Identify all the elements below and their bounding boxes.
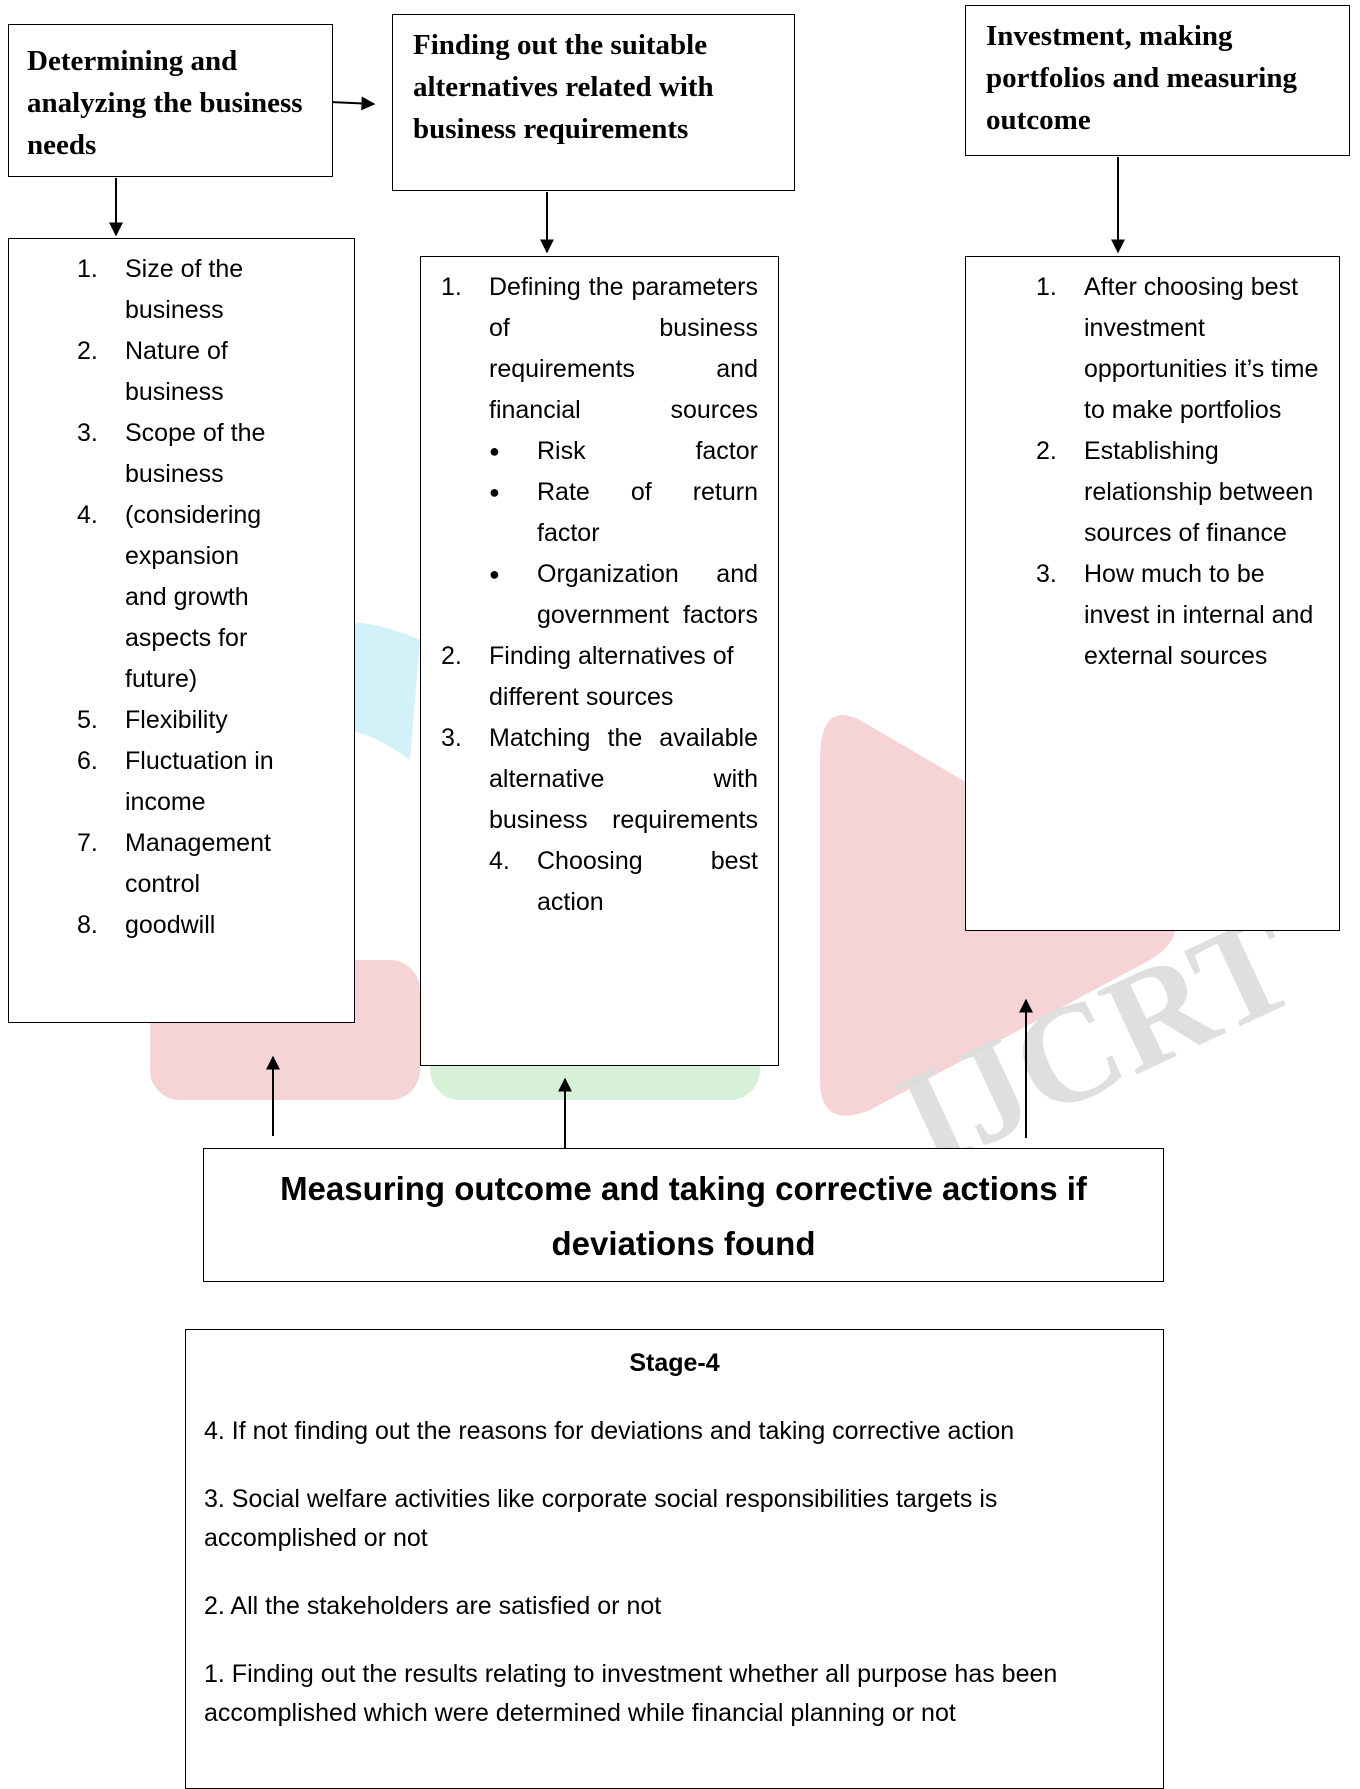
col2-list: 1.Defining the parameters of business re… [441, 267, 758, 923]
stage4-line-1: 1. Finding out the results relating to i… [204, 1660, 1058, 1727]
bullet-item: ●Rate of return factor [441, 472, 758, 554]
stage4-box: Stage-4 4. If not finding out the reason… [185, 1329, 1164, 1789]
measuring-outcome-box: Measuring outcome and taking corrective … [203, 1148, 1164, 1282]
col1-list: 1.Size of the business 2.Nature of busin… [77, 249, 277, 946]
bullet-icon: ● [489, 441, 500, 461]
arrow-col1-header-to-col2-header [329, 96, 376, 111]
list-item: 2.Finding alternatives of different sour… [441, 642, 734, 711]
col3-list: 1.After choosing best investment opportu… [1036, 267, 1321, 677]
list-item: 6.Fluctuation in income [77, 747, 274, 816]
list-item: 5.Flexibility [77, 706, 228, 734]
list-item: 1.After choosing best investment opportu… [1036, 273, 1319, 424]
measuring-outcome-text: Measuring outcome and taking corrective … [280, 1170, 1087, 1262]
col2-header-box: Finding out the suitable alternatives re… [392, 14, 795, 191]
bullet-icon: ● [489, 564, 500, 584]
list-item: 1.Defining the parameters of business re… [441, 273, 758, 424]
list-item: 3.Scope of the business [77, 419, 266, 488]
stage4-title: Stage-4 [629, 1349, 720, 1377]
col1-header-box: Determining and analyzing the business n… [8, 24, 333, 177]
list-item: 3.How much to be invest in internal and … [1036, 560, 1314, 670]
stage4-line-2: 2. All the stakeholders are satisfied or… [204, 1592, 662, 1620]
stage4-line-4: 4. If not finding out the reasons for de… [204, 1417, 1015, 1445]
col3-header-box: Investment, making portfolios and measur… [965, 5, 1350, 156]
col2-list-box: 1.Defining the parameters of business re… [420, 256, 779, 1066]
list-item: 1.Size of the business [77, 255, 244, 324]
col3-list-box: 1.After choosing best investment opportu… [965, 256, 1340, 931]
list-item: 8.goodwill [77, 911, 216, 939]
list-item: 2.Establishing relationship between sour… [1036, 437, 1314, 547]
list-item: 2.Nature of business [77, 337, 228, 406]
col1-title: Determining and analyzing the business n… [27, 45, 303, 161]
list-item: 3.Matching the available alternative wit… [441, 724, 758, 834]
col2-title: Finding out the suitable alternatives re… [413, 29, 714, 145]
stage4-line-3: 3. Social welfare activities like corpor… [204, 1485, 998, 1552]
list-item: 4.Choosing best action [489, 847, 758, 916]
list-item: 4.(considering expansion and growth aspe… [77, 501, 262, 693]
bullet-item: ●Risk factor [441, 431, 758, 472]
bullet-item: ●Organization and government factors [441, 554, 758, 636]
col3-title: Investment, making portfolios and measur… [986, 20, 1297, 136]
col1-list-box: 1.Size of the business 2.Nature of busin… [8, 238, 355, 1023]
list-item: 7.Management control [77, 829, 271, 898]
bullet-icon: ● [489, 482, 500, 502]
